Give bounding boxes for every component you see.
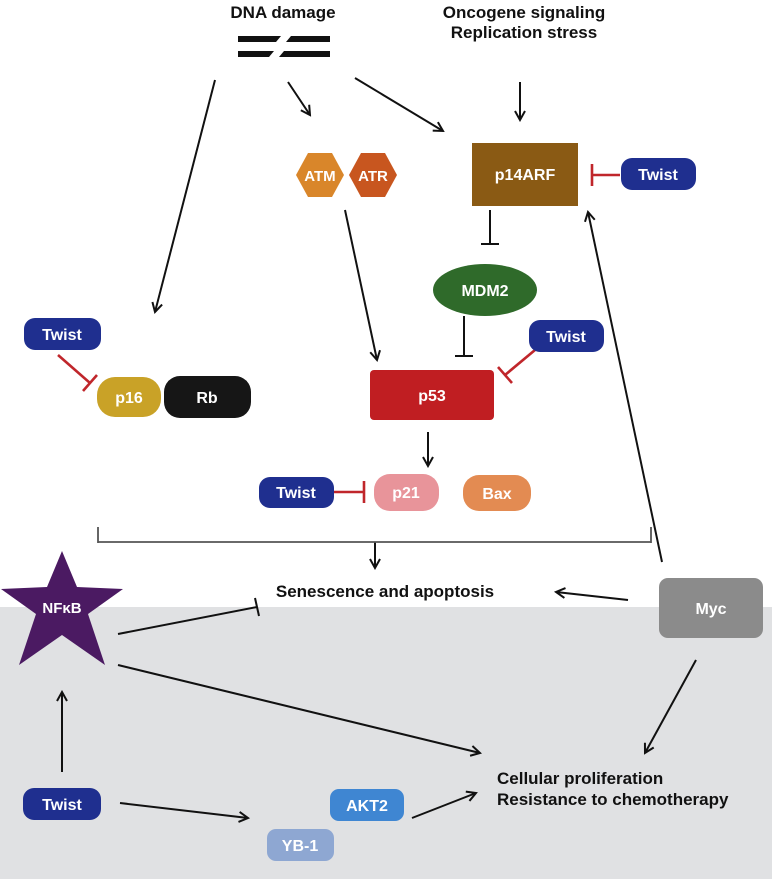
inhibition-edges-red bbox=[57, 164, 620, 503]
p14arf-node: p14ARF bbox=[472, 143, 578, 206]
rb-label: Rb bbox=[196, 390, 218, 407]
twist-label-p53: Twist bbox=[546, 329, 586, 346]
inhibition-edges-black bbox=[117, 210, 499, 635]
p53-node: p53 bbox=[370, 370, 494, 420]
mdm2-node: MDM2 bbox=[433, 264, 537, 316]
lower-region-background bbox=[0, 607, 772, 879]
yb1-label: YB-1 bbox=[282, 838, 319, 855]
cellular-proliferation-label: Cellular proliferation bbox=[497, 769, 663, 788]
twist-node-bottom: Twist bbox=[23, 788, 101, 820]
arrow-dna-to-p16 bbox=[155, 79, 216, 312]
atr-label: ATR bbox=[358, 168, 388, 185]
twist-label-bottom: Twist bbox=[42, 797, 82, 814]
twist-node-p16: Twist bbox=[24, 318, 101, 350]
yb1-node: YB-1 bbox=[267, 829, 334, 861]
p14arf-label: p14ARF bbox=[495, 167, 556, 184]
rb-node: Rb bbox=[164, 376, 251, 418]
oncogene-signaling-label: Oncogene signaling bbox=[443, 3, 605, 22]
akt2-label: AKT2 bbox=[346, 798, 388, 815]
bax-node: Bax bbox=[463, 475, 531, 511]
nfkb-label: NFκB bbox=[42, 600, 81, 617]
convergence-bracket bbox=[97, 527, 652, 543]
arrow-nfkb-to-proliferation bbox=[117, 664, 480, 753]
atm-label: ATM bbox=[304, 168, 335, 185]
p53-label: p53 bbox=[418, 388, 446, 405]
twist-label-p16: Twist bbox=[42, 327, 82, 344]
arrow-akt2-to-proliferation bbox=[411, 793, 476, 819]
twist-label-p21: Twist bbox=[276, 485, 316, 502]
p16-node: p16 bbox=[97, 377, 161, 417]
p21-label: p21 bbox=[392, 485, 420, 502]
activation-arrows bbox=[62, 77, 697, 819]
inhibit-twist-to-p16 bbox=[57, 354, 91, 384]
replication-stress-label: Replication stress bbox=[451, 23, 597, 42]
twist-label-p14arf: Twist bbox=[638, 167, 678, 184]
arrow-myc-to-senescence bbox=[556, 592, 629, 601]
arrow-myc-to-proliferation bbox=[645, 659, 697, 753]
arrow-atm-atr-to-p53 bbox=[344, 209, 377, 360]
inhibit-nfkb-to-senescence bbox=[117, 606, 258, 635]
senescence-apoptosis-label: Senescence and apoptosis bbox=[276, 582, 494, 601]
myc-label: Myc bbox=[695, 601, 726, 618]
dna-damage-symbol bbox=[238, 36, 330, 57]
twist-node-p14arf: Twist bbox=[621, 158, 696, 190]
arrow-dna-to-atm bbox=[287, 81, 310, 115]
nfkb-node: NFκB bbox=[1, 551, 123, 665]
arrow-twist-to-akt2 bbox=[119, 802, 248, 818]
twist-node-p53: Twist bbox=[529, 320, 604, 352]
bax-label: Bax bbox=[482, 486, 511, 503]
myc-node: Myc bbox=[659, 578, 763, 638]
akt2-node: AKT2 bbox=[330, 789, 404, 821]
atr-node: ATR bbox=[349, 153, 397, 197]
p16-label: p16 bbox=[115, 390, 143, 407]
resistance-to-chemotherapy-label: Resistance to chemotherapy bbox=[497, 790, 729, 809]
atm-node: ATM bbox=[296, 153, 344, 197]
dna-damage-label: DNA damage bbox=[230, 3, 335, 22]
p21-node: p21 bbox=[374, 474, 439, 511]
arrow-myc-to-p14arf bbox=[588, 212, 663, 563]
mdm2-label: MDM2 bbox=[461, 283, 508, 300]
arrow-dna-to-p14arf bbox=[354, 77, 443, 131]
inhibit-twist-to-p53 bbox=[504, 349, 536, 376]
twist-node-p21: Twist bbox=[259, 477, 334, 508]
